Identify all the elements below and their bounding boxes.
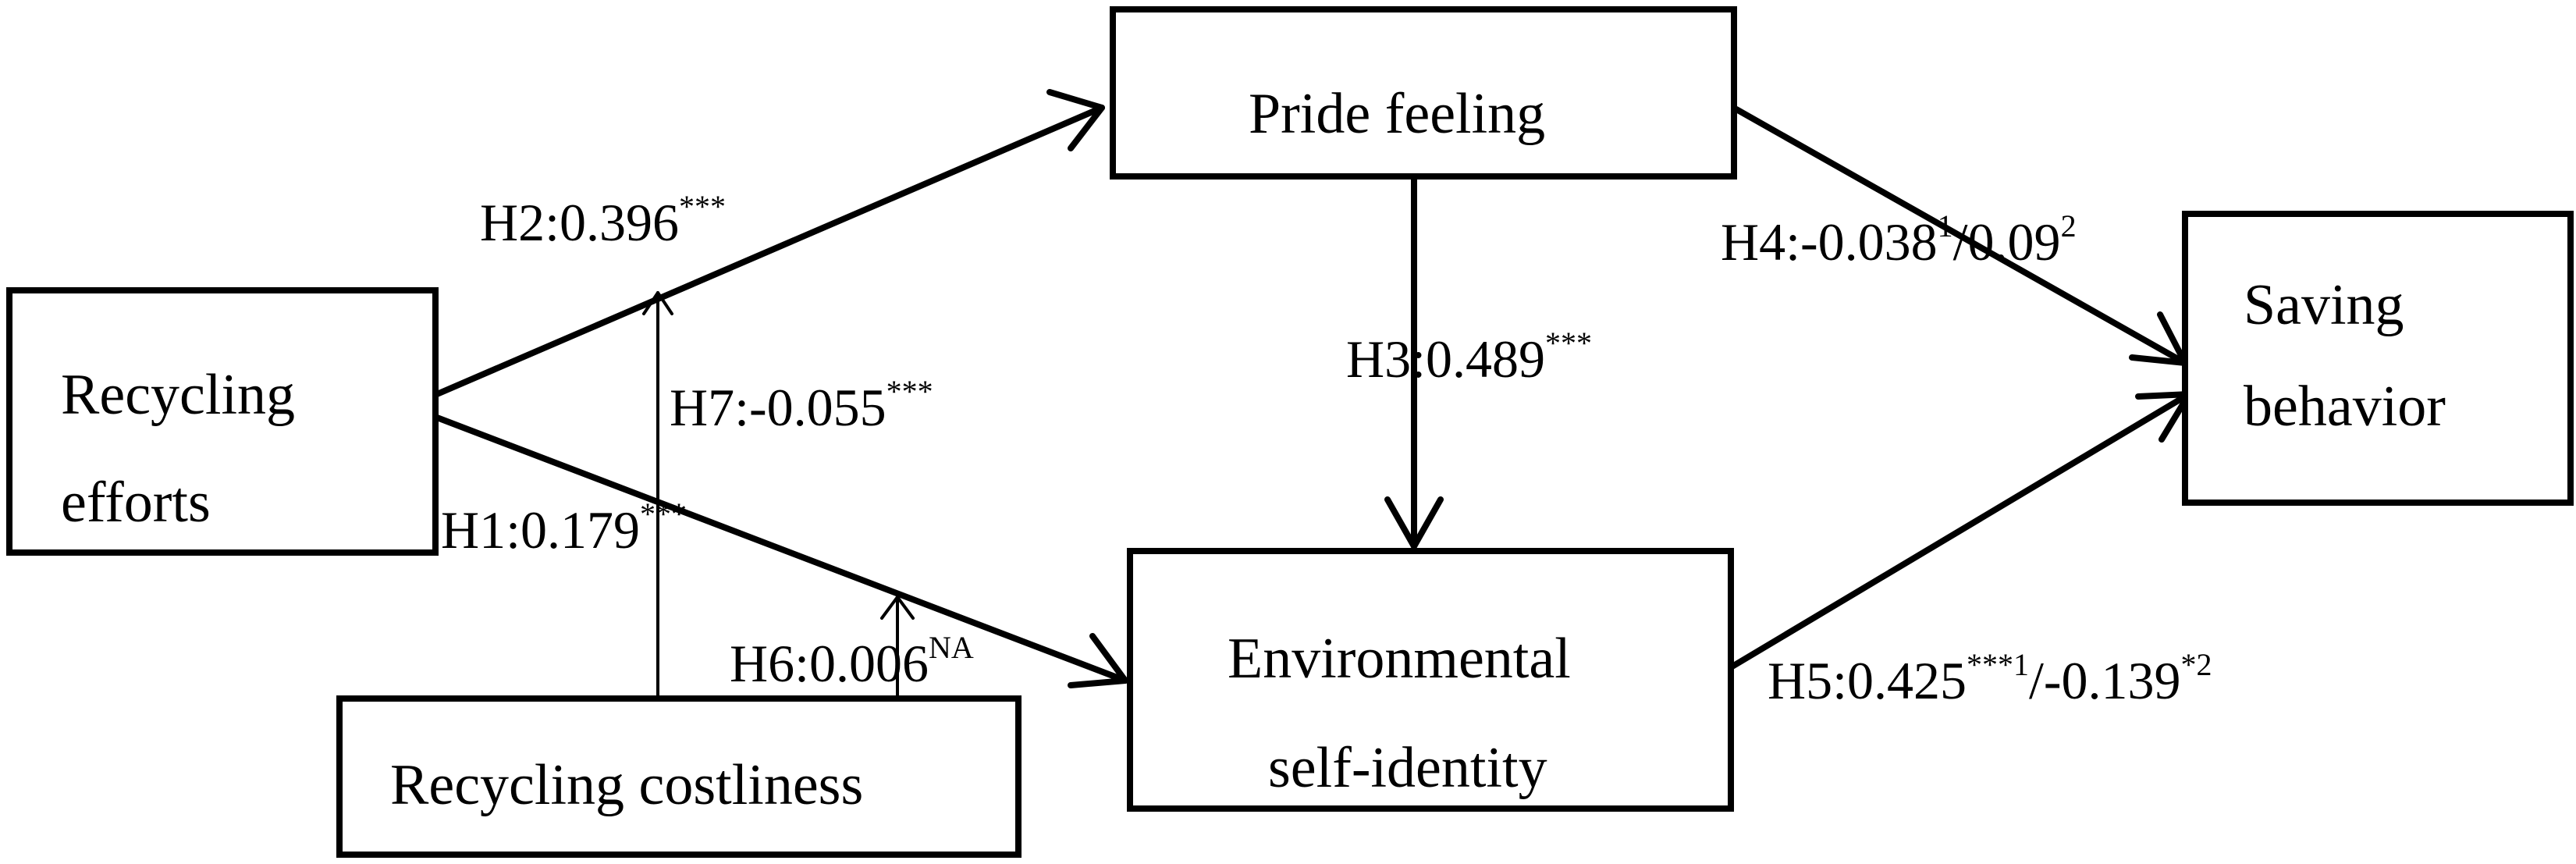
h1-coefficient: H1:0.179*** [441,496,687,560]
h3-coefficient: H3:0.489*** [1346,325,1592,389]
recycling-efforts-line2: efforts [61,471,211,535]
node-pride-feeling [1110,6,1737,180]
edge-h5 [1728,391,2192,670]
edge-h1 [434,414,1128,684]
arrowhead-h3 [1384,496,1444,549]
h6-coefficient: H6:0.006NA [730,630,974,693]
arrowhead-h2 [1046,89,1105,151]
h7-coefficient: H7:-0.055*** [670,374,933,437]
recycling-efforts-line1: Recycling [61,363,295,427]
recycling-costliness-label: Recycling costliness [390,753,863,817]
h2-coefficient: H2:0.396*** [480,189,726,252]
pride-feeling-label: Pride feeling [1249,82,1545,146]
arrowhead-h1 [1068,633,1128,688]
arrowhead-h6 [880,596,915,620]
node-recycling-efforts [6,287,439,556]
environmental-label-line2: self-identity [1268,736,1547,800]
edge-h2 [434,105,1105,397]
arrowhead-h7 [642,291,673,315]
node-environmental-self-identity [1127,548,1734,812]
node-recycling-costliness [336,695,1022,858]
environmental-label-line1: Environmental [1228,627,1571,691]
saving-behavior-line2: behavior [2244,375,2446,439]
h4-coefficient: H4:-0.0381/0.092 [1721,208,2077,272]
node-saving-behavior [2182,211,2574,506]
h5-coefficient: H5:0.425***1/-0.139*2 [1768,647,2212,710]
saving-behavior-line1: Saving [2244,273,2404,337]
edge-h4 [1733,106,2188,366]
